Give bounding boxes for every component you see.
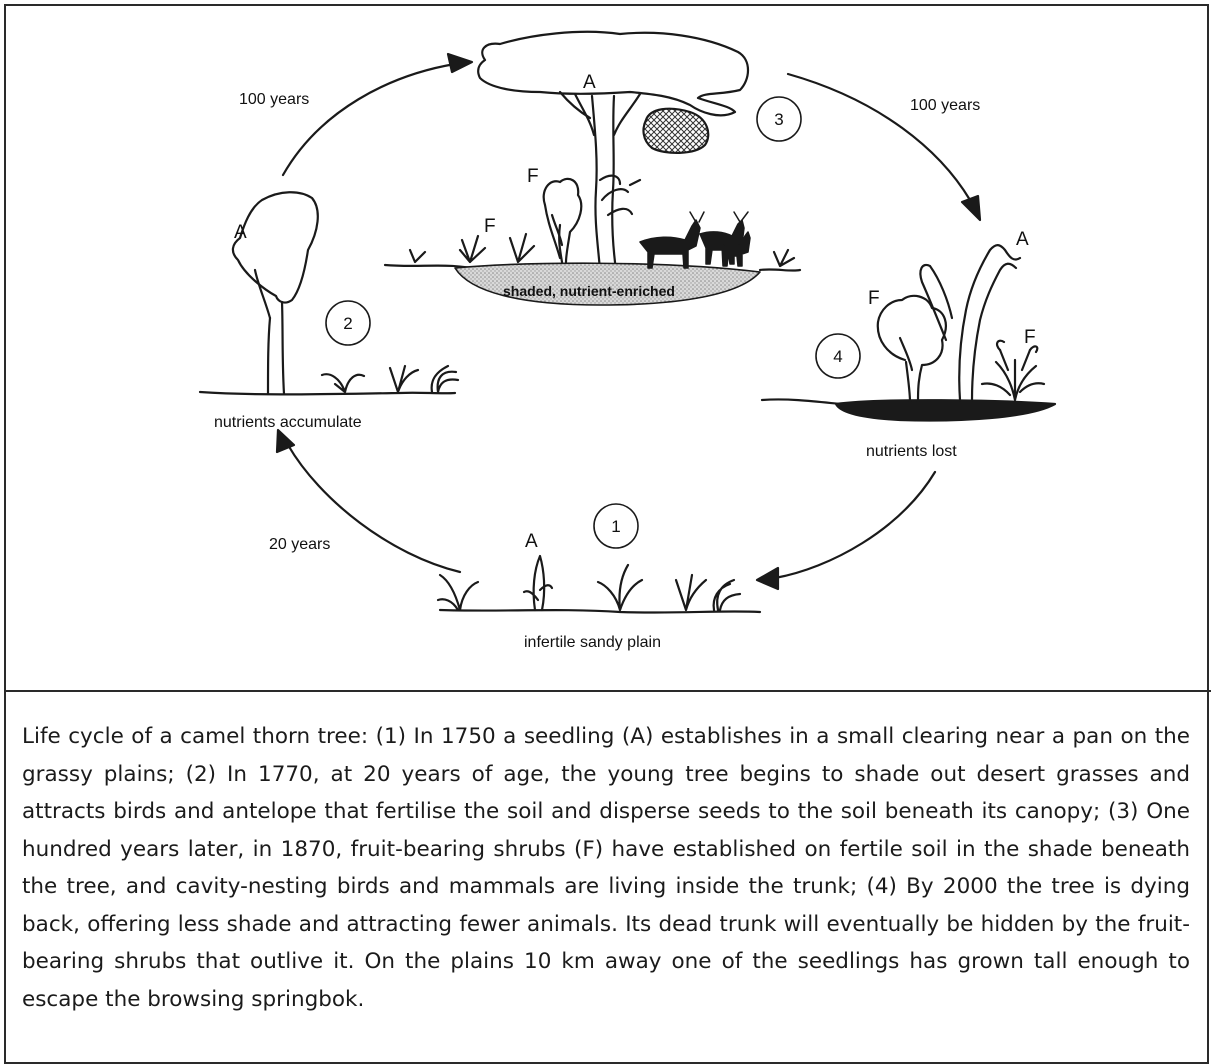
duration-stage2-to-stage3: 100 years — [239, 91, 309, 108]
shrub-marker-stage4-left: F — [868, 288, 880, 309]
stage4-number: 4 — [833, 347, 842, 366]
stage1-seedling — [524, 556, 552, 610]
stage1-scene — [438, 556, 760, 613]
tree-marker-stage1: A — [525, 531, 538, 552]
stage3-label: shaded, nutrient-enriched — [503, 283, 675, 299]
stage1-number: 1 — [611, 517, 620, 536]
stage3-antelope — [640, 212, 750, 268]
tree-marker-stage3: A — [583, 72, 596, 93]
shrub-marker-stage4-right: F — [1024, 327, 1036, 348]
stage2-number: 2 — [343, 314, 352, 333]
figure-caption: Life cycle of a camel thorn tree: (1) In… — [22, 718, 1190, 1018]
tree-marker-stage4: A — [1016, 229, 1029, 250]
life-cycle-diagram: 1 2 3 4 infertile sandy plain nutrients … — [0, 0, 1215, 690]
stage3-number: 3 — [774, 110, 783, 129]
stage2-tree-crown — [233, 192, 318, 302]
shrub-marker-stage3-left: F — [484, 216, 496, 237]
stage4-label: nutrients lost — [866, 443, 957, 460]
arrow-stage4-to-stage1 — [757, 472, 935, 589]
tree-marker-stage2: A — [234, 222, 247, 243]
stage1-label: infertile sandy plain — [524, 634, 661, 651]
stage4-nutrient-lost-soil — [836, 400, 1055, 420]
caption-divider — [4, 690, 1211, 692]
stage3-nest — [644, 109, 709, 153]
stage4-scene — [762, 245, 1055, 420]
arrow-stage2-to-stage3 — [283, 54, 472, 175]
arrow-stage3-to-stage4 — [788, 74, 980, 220]
duration-stage1-to-stage2: 20 years — [269, 536, 330, 553]
shrub-marker-stage3-centre: F — [527, 166, 539, 187]
stage2-label: nutrients accumulate — [214, 414, 362, 431]
duration-stage3-to-stage4: 100 years — [910, 97, 980, 114]
